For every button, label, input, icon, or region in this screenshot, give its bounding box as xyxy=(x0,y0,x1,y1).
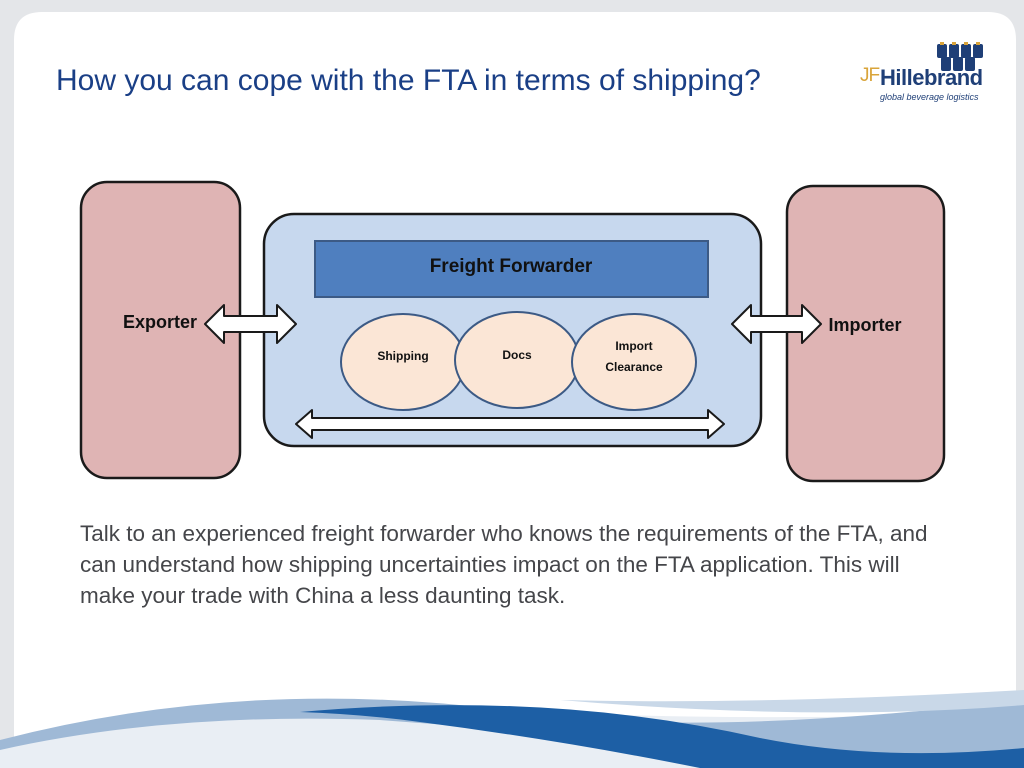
service-shipping-label: Shipping xyxy=(377,349,428,363)
slide-body-text: Talk to an experienced freight forwarder… xyxy=(80,521,928,608)
service-clearance-label-line1: Import xyxy=(615,339,652,353)
service-docs-label: Docs xyxy=(502,348,532,362)
forwarder-header xyxy=(314,240,709,298)
forwarder-importer-arrow xyxy=(731,304,822,344)
service-clearance-label-line2: Clearance xyxy=(605,360,663,374)
slide-title: How you can cope with the FTA in terms o… xyxy=(56,64,761,97)
importer-label: Importer xyxy=(828,315,901,335)
logo-prefix: JF xyxy=(860,65,880,86)
service-clearance-ellipse xyxy=(571,313,697,411)
importer-box xyxy=(785,184,946,483)
logo-name: Hillebrand xyxy=(880,65,983,90)
company-logo: JF Hillebrand global beverage logistics xyxy=(858,42,998,104)
forwarder-label: Freight Forwarder xyxy=(430,256,593,277)
wine-bottles-icon xyxy=(937,42,983,71)
exporter-label: Exporter xyxy=(123,312,197,332)
forwarder-flow-arrow xyxy=(295,409,725,439)
logo-tagline: global beverage logistics xyxy=(880,92,979,102)
exporter-forwarder-arrow xyxy=(204,304,297,344)
